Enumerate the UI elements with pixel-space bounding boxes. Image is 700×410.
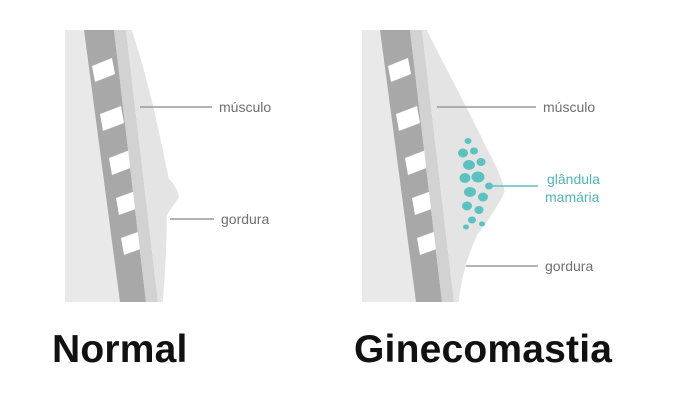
gland-lobule xyxy=(474,206,484,214)
gland-lobule xyxy=(470,147,478,155)
gineco-gland-label-line2: mamária xyxy=(545,189,600,205)
gland-lobule xyxy=(458,148,468,158)
gineco-muscle-label: músculo xyxy=(543,99,595,115)
mammary-gland-cluster xyxy=(458,138,493,230)
gland-lobule xyxy=(485,182,493,190)
gland-lobule xyxy=(479,221,485,227)
normal-rib xyxy=(100,106,124,131)
gland-lobule xyxy=(459,173,471,183)
gland-lobule xyxy=(468,216,476,224)
normal-panel: músculo gordura xyxy=(65,29,271,303)
gland-lobule xyxy=(462,201,472,211)
normal-rib xyxy=(92,58,115,82)
gland-lobule xyxy=(478,192,488,202)
gineco-rib xyxy=(405,150,429,175)
gineco-fat-label: gordura xyxy=(545,258,593,274)
ginecomastia-title: Ginecomastia xyxy=(354,328,613,371)
gland-lobule xyxy=(463,160,475,170)
gland-lobule xyxy=(464,187,476,197)
gineco-muscle-layer xyxy=(410,30,454,302)
normal-fat-layer xyxy=(126,30,180,302)
normal-rib xyxy=(109,150,133,175)
normal-skin-outline xyxy=(131,29,182,303)
normal-muscle-label: músculo xyxy=(219,99,271,115)
gland-lobule xyxy=(471,171,485,183)
gineco-gland-label-line1: glândula xyxy=(547,171,600,187)
gineco-rib xyxy=(396,106,420,131)
gineco-rib xyxy=(388,58,411,82)
anatomy-diagram: músculo gordura xyxy=(65,29,600,303)
gland-lobule xyxy=(464,138,472,144)
normal-muscle-layer xyxy=(114,30,158,302)
normal-fat-label: gordura xyxy=(221,211,269,227)
normal-title: Normal xyxy=(52,328,188,371)
ginecomastia-panel: músculo glândula mamária gordura xyxy=(362,29,600,303)
gland-lobule xyxy=(476,158,486,166)
gineco-skin-outline xyxy=(426,29,508,303)
gland-lobule xyxy=(463,224,469,230)
